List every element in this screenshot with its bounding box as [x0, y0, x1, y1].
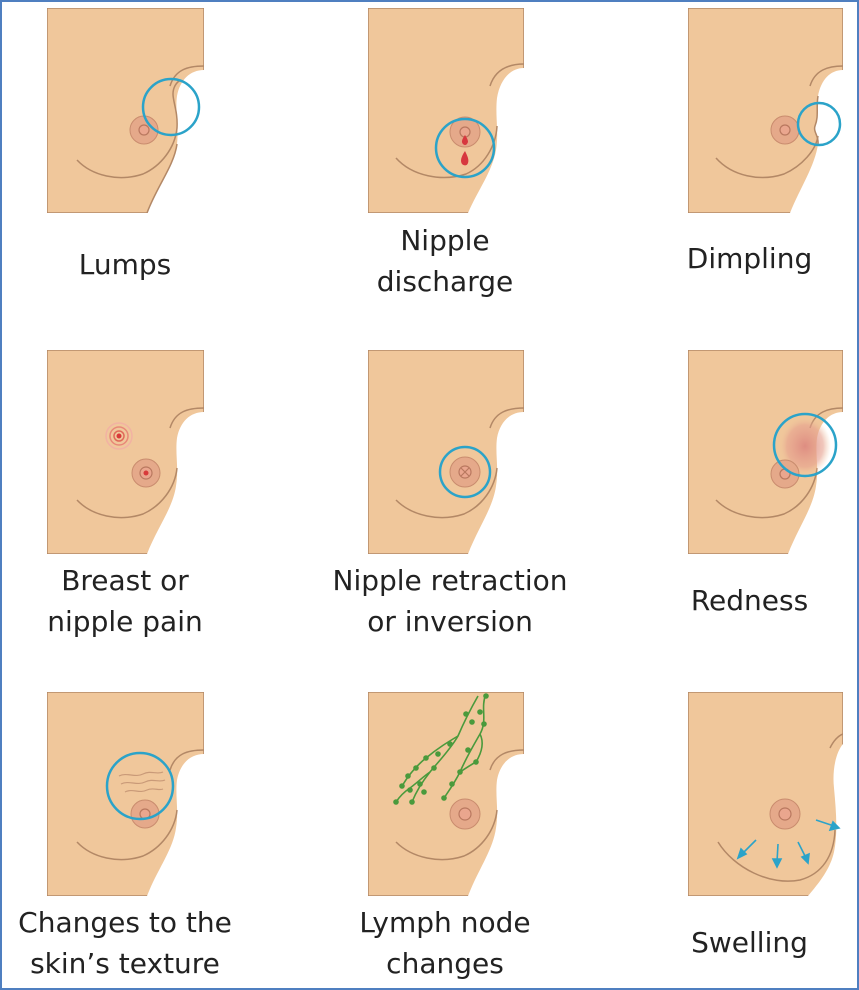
lymph-node-illustration — [368, 692, 524, 896]
caption-skin-texture: Changes to the skin’s texture — [18, 906, 232, 980]
caption-lumps: Lumps — [78, 248, 172, 281]
pain-illustration — [47, 350, 204, 554]
caption-nipple-discharge: Nipple discharge — [376, 224, 514, 298]
redness-illustration — [688, 350, 843, 554]
caption-retraction: Nipple retraction or inversion — [332, 564, 568, 638]
caption-pain: Breast or nipple pain — [47, 564, 203, 638]
swelling-illustration — [688, 692, 843, 896]
caption-redness: Redness — [690, 584, 809, 617]
caption-lymph-node: Lymph node changes — [359, 906, 531, 980]
lumps-illustration — [47, 8, 204, 213]
nipple-discharge-illustration — [368, 8, 524, 213]
caption-dimpling: Dimpling — [686, 242, 813, 275]
dimpling-illustration — [688, 8, 843, 213]
retraction-illustration — [368, 350, 524, 554]
caption-swelling: Swelling — [691, 926, 808, 959]
skin-texture-illustration — [47, 692, 204, 896]
